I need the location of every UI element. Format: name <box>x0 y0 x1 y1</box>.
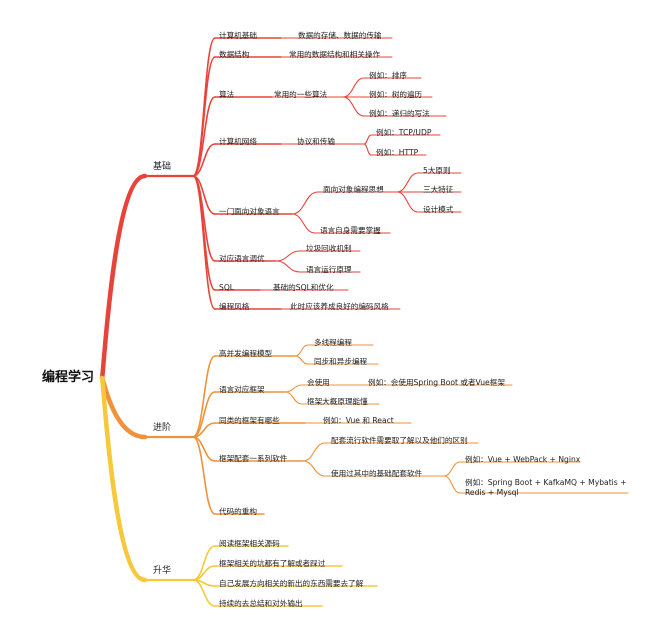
node-branches-0-children-4-children-0-children-0-connector <box>396 172 419 193</box>
node-branches-1-children-3: 框架配套一系列软件 <box>219 453 288 463</box>
node-branches-2-children-0-connector <box>192 545 216 581</box>
node-branches-0-children-2-connector <box>192 96 216 177</box>
node-branches-0-children-4: 一门面向对象语言 <box>219 206 280 216</box>
node-branches-0-children-4-children-1-connector <box>291 213 316 234</box>
node-branches-0-children-4-children-0: 面向对象编程思想 <box>323 184 384 194</box>
node-branches-0-children-4-children-0-children-0: 5大原则 <box>423 165 451 175</box>
node-branches-2-children-3: 持续的去总结和对外输出 <box>219 598 303 608</box>
node-branches-2-children-1: 框架相关的坑都有了解或者踩过 <box>219 558 326 568</box>
node-branches-1-children-3-children-1: 使用过其中的基础配套软件 <box>331 468 423 478</box>
node-branches-0-children-7-children-0: 此时应该养成良好的编码风格 <box>290 301 389 311</box>
node-branches-1-children-3-children-1-children-0: 例如：Vue + WebPack + Nginx <box>465 454 581 464</box>
node-branches-0-children-0-connector <box>192 37 216 177</box>
node-branches-1-children-0-children-0-connector <box>294 344 309 357</box>
node-branches-0-children-2-children-0-children-0-connector <box>342 77 365 98</box>
node-branches-1-children-2-children-0: 例如：Vue 和 React <box>323 415 394 425</box>
node-branches-2-children-3-connector <box>192 579 216 607</box>
node-branches-0-children-4-children-0-children-2: 设计模式 <box>423 204 454 214</box>
node-branches-1-children-1-children-0-children-0: 例如：会使用Spring Boot 或者Vue框架 <box>368 377 505 387</box>
node-branches-0-children-1: 数据结构 <box>219 49 250 59</box>
node-branches-1-children-1-connector <box>192 391 216 438</box>
node-branches-1-children-0-connector <box>192 355 216 438</box>
root-node: 编程学习 <box>42 369 94 385</box>
node-branches-0-children-4-children-0-children-1: 三大特征 <box>423 184 454 194</box>
node-branches-1-children-0-children-1: 同步和异步编程 <box>314 356 368 366</box>
node-branches-0-children-0: 计算机基础 <box>219 30 257 40</box>
node-branches-1-children-3-children-1-connector <box>302 460 326 477</box>
node-branches-1-children-0: 高并发编程模型 <box>219 348 273 358</box>
node-branches-0-children-2-children-0-children-2: 例如：递归的写法 <box>369 108 430 118</box>
branch-0-label: 基础 <box>153 160 171 172</box>
node-branches-1-children-0-children-1-connector <box>294 355 309 365</box>
branch-2-label: 升华 <box>153 564 171 576</box>
node-branches-0-children-4-children-0-connector <box>291 191 319 215</box>
node-branches-0-children-7-connector <box>192 175 216 310</box>
node-branches-0-children-2-children-0-children-0: 例如：排序 <box>369 70 407 80</box>
node-branches-1-children-1-children-0: 会使用 <box>307 377 330 387</box>
node-branches-0-children-5-children-1-connector <box>275 260 301 273</box>
node-branches-0-children-3-children-0: 协议和传输 <box>297 136 335 146</box>
branch-1-label: 进阶 <box>153 421 171 433</box>
node-branches-1-children-3-children-1-children-1: 例如：Spring Boot + KafkaMQ + Mybatis +Redi… <box>465 477 627 497</box>
node-branches-1-children-0-children-0: 多线程编程 <box>314 337 352 347</box>
node-branches-0-children-5: 对应语言调优 <box>219 253 265 263</box>
node-branches-0-children-0-children-0: 数据的存储、数据的传输 <box>298 30 382 40</box>
node-branches-0-children-6: SQL <box>219 283 235 292</box>
node-branches-0-children-2-children-0: 常用的一些算法 <box>274 89 328 99</box>
node-branches-0-children-5-children-0-connector <box>275 250 301 262</box>
branch-2-main-connector <box>99 375 148 583</box>
node-branches-0-children-6-children-0: 基础的SQL和优化 <box>273 282 334 292</box>
node-branches-0-children-5-children-0: 垃圾回收机制 <box>306 243 352 253</box>
node-branches-0-children-2-children-0-children-2-connector <box>342 96 365 117</box>
node-branches-1-children-4-connector <box>192 436 216 515</box>
node-branches-1-children-2: 同类的框架有哪些 <box>219 415 280 425</box>
node-branches-2-children-0: 阅读框架相关源码 <box>219 538 280 548</box>
node-branches-1-children-3-children-0-connector <box>302 442 326 462</box>
node-branches-0-children-4-children-1: 语言自身需要掌握 <box>320 225 381 235</box>
node-branches-0-children-3-connector <box>192 143 216 177</box>
node-branches-0-children-3-children-0-children-0: 例如：TCP/UDP <box>376 127 432 137</box>
node-branches-0-children-1-connector <box>192 56 216 177</box>
node-branches-1-children-1-children-1-connector <box>284 391 303 405</box>
node-branches-1-children-4: 代码的重构 <box>219 506 257 516</box>
node-branches-1-children-1: 语言对应框架 <box>219 384 265 394</box>
node-branches-0-children-3-children-0-children-1: 例如：HTTP <box>376 147 419 157</box>
node-branches-0-children-5-children-1: 语言运行原理 <box>306 264 352 274</box>
node-branches-1-children-1-children-1: 框架大概原理能懂 <box>307 396 368 406</box>
node-branches-0-children-3: 计算机网络 <box>219 136 257 146</box>
node-branches-0-children-1-children-0: 常用的数据结构和相关操作 <box>289 49 381 59</box>
node-branches-1-children-3-children-1-children-1-connector <box>443 475 461 494</box>
connector-lines <box>99 37 629 607</box>
node-branches-2-children-2: 自己发展方向相关的新出的东西需要去了解 <box>219 578 364 588</box>
node-branches-0-children-7: 编程风格 <box>219 301 250 311</box>
node-branches-1-children-3-children-1-children-0-connector <box>443 461 461 477</box>
node-branches-1-children-3-children-0: 配套流行软件需要取了解以及他们的区别 <box>331 435 468 445</box>
node-branches-1-children-1-children-0-connector <box>284 384 303 393</box>
branch-0-main-connector <box>99 173 148 381</box>
node-branches-0-children-2: 算法 <box>219 89 235 99</box>
node-branches-0-children-3-children-0-children-0-connector <box>363 134 372 145</box>
node-branches-0-children-4-children-0-children-2-connector <box>396 191 419 213</box>
node-branches-0-children-2-children-0-children-1: 例如：树的遍历 <box>369 89 423 99</box>
node-branches-0-children-3-children-0-children-1-connector <box>363 143 372 156</box>
